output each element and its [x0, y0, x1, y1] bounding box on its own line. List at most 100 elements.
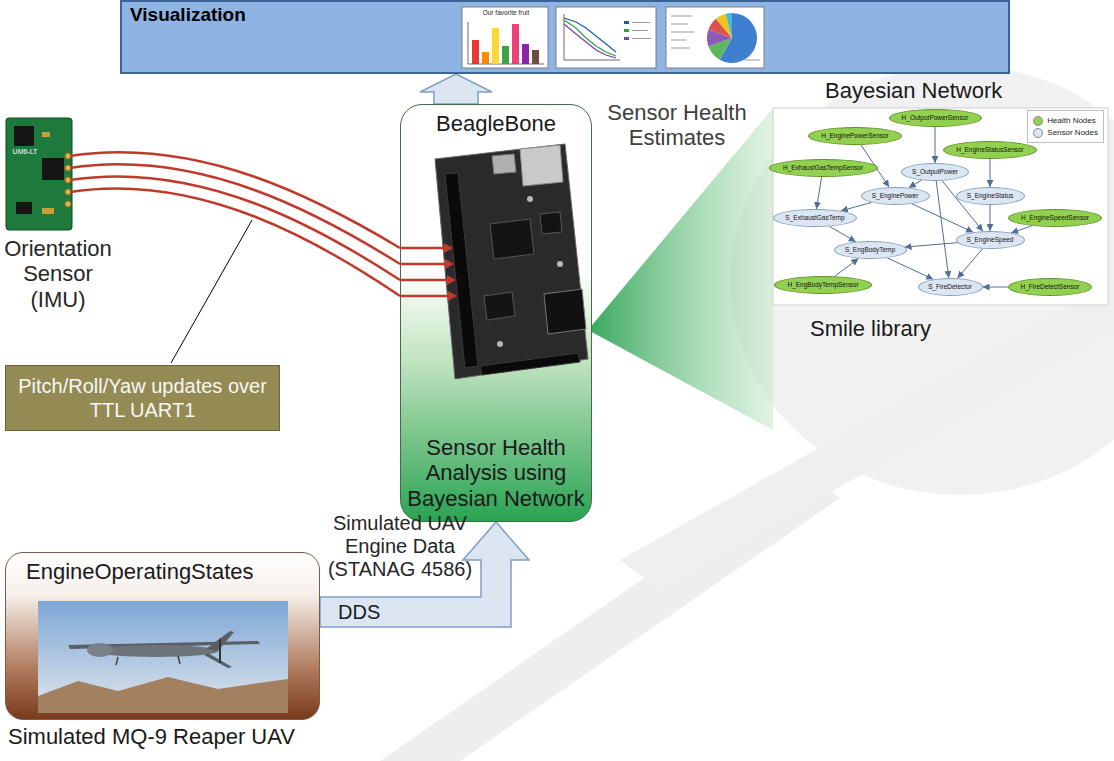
wire	[400, 246, 446, 249]
component	[557, 261, 563, 267]
node-label: H_ExhaustGasTempSensor	[783, 164, 863, 171]
wire-head	[445, 259, 454, 269]
node-label: S_EnginePower	[872, 192, 919, 199]
component	[42, 208, 54, 214]
text-slot: Bayesian Network	[825, 78, 1002, 103]
text-slot: UM6-LT	[8, 148, 42, 156]
network-link	[935, 127, 936, 163]
data-label: Simulated UAV Engine Data (STANAG 4586)	[324, 512, 476, 581]
pcb	[6, 118, 72, 230]
uart-wires	[400, 248, 450, 296]
network-link	[835, 259, 859, 277]
box-body: Sensor Health Analysis using Bayesian Ne…	[407, 435, 585, 511]
node-label: S_EngineStatus	[967, 192, 1014, 199]
chart-title: Our favorite fruit	[468, 9, 544, 16]
bar	[482, 52, 489, 64]
health-node: H_OutputPowerSensor	[889, 109, 982, 127]
box-title: BeagleBone	[436, 111, 556, 136]
chip	[484, 292, 515, 320]
legend-text: Sensor Nodes	[1047, 127, 1098, 138]
network-link	[816, 177, 821, 209]
pie-slice	[716, 14, 732, 38]
node-label: S_EngineSpeed	[967, 236, 1014, 243]
component-label: Orientation Sensor (IMU)	[2, 236, 114, 312]
processor-chip	[544, 289, 586, 334]
wire	[400, 294, 450, 297]
box-title: EngineOperatingStates	[6, 553, 319, 584]
network-link	[990, 159, 991, 187]
data-line	[564, 18, 616, 52]
node-label: S_ExhaustGasTemp	[785, 214, 844, 221]
edge-label: DDS	[336, 600, 382, 624]
pcb	[435, 144, 588, 379]
legend-swatch	[1033, 128, 1043, 138]
network-link	[887, 258, 933, 279]
note-box: Pitch/Roll/Yaw updates over TTL UART1	[5, 365, 280, 431]
pin	[65, 201, 71, 207]
edge-label: Sensor Health Estimates	[602, 100, 752, 151]
network-canvas	[773, 108, 1108, 305]
chart-axis	[468, 22, 544, 64]
chip	[14, 126, 34, 146]
nose	[87, 643, 113, 657]
node-label: H_FireDetectSensor	[1021, 283, 1080, 290]
block-arrow	[420, 74, 492, 104]
health-node: H_FireDetectSensor	[1008, 278, 1092, 296]
legend-key	[624, 37, 629, 40]
wire-head	[448, 291, 457, 301]
chip	[540, 212, 562, 234]
text-slot: Sensor Health Estimates	[602, 100, 752, 151]
sensor-node: S_ExhaustGasTemp	[773, 209, 857, 227]
text-slot: Orientation Sensor (IMU)	[2, 236, 114, 312]
part-marking: UM6-LT	[8, 148, 42, 156]
bar	[492, 28, 499, 64]
sensor-node: S_EngineStatus	[956, 187, 1025, 205]
bar	[532, 50, 539, 64]
text-slot: DDS	[336, 600, 382, 624]
legend-box: Health NodesSensor Nodes	[1027, 110, 1104, 143]
wire	[400, 262, 447, 265]
panel-title: Visualization	[122, 2, 254, 28]
legend-row: Sensor Nodes	[1033, 127, 1098, 138]
network-link	[905, 243, 958, 247]
bar	[502, 46, 509, 64]
data-line	[564, 24, 616, 58]
output-panel: Visualization	[120, 0, 1010, 74]
thumbnail-frame	[556, 7, 656, 68]
sensor-node: S_FireDetector	[918, 278, 983, 296]
pin-header	[445, 173, 478, 368]
chip	[42, 158, 64, 180]
node-label: H_EngBodyTempSensor	[787, 281, 858, 288]
network-link	[990, 205, 991, 231]
node-label: S_FireDetector	[928, 283, 972, 290]
sky	[38, 601, 288, 713]
pin-header	[480, 353, 580, 375]
text-slot: Our favorite fruit	[468, 9, 544, 16]
health-node: H_ExhaustGasTempSensor	[769, 159, 878, 177]
bar	[512, 24, 519, 64]
sensor-node: S_OutputPower	[901, 163, 969, 181]
legend-lines	[632, 23, 651, 39]
board-box: BeagleBoneSensor Health Analysis using B…	[400, 104, 592, 522]
bar	[522, 44, 529, 64]
landing-gear	[116, 656, 180, 665]
chart-axis	[564, 14, 620, 60]
wire	[70, 189, 400, 296]
health-node: H_EngineSpeedSensor	[1008, 209, 1102, 227]
legend-swatch	[1033, 116, 1043, 126]
legend-row: Health Nodes	[1033, 115, 1098, 126]
pie-label-lines	[671, 16, 760, 60]
chip	[490, 219, 534, 259]
imu-board	[6, 118, 72, 230]
wire-head	[447, 275, 456, 285]
leader-line	[171, 220, 252, 363]
wire	[400, 278, 449, 281]
sensor-node: S_EngBodyTemp	[834, 241, 907, 259]
wire-head	[444, 243, 453, 253]
panel-caption: Smile library	[810, 316, 931, 341]
node-label: S_EngBodyTemp	[845, 246, 895, 253]
note-text: Pitch/Roll/Yaw updates over TTL UART1	[14, 374, 271, 422]
uart-wires	[70, 152, 400, 296]
health-node: H_EngBodyTempSensor	[774, 276, 872, 294]
text-slot: Simulated MQ-9 Reaper UAV	[8, 724, 338, 749]
